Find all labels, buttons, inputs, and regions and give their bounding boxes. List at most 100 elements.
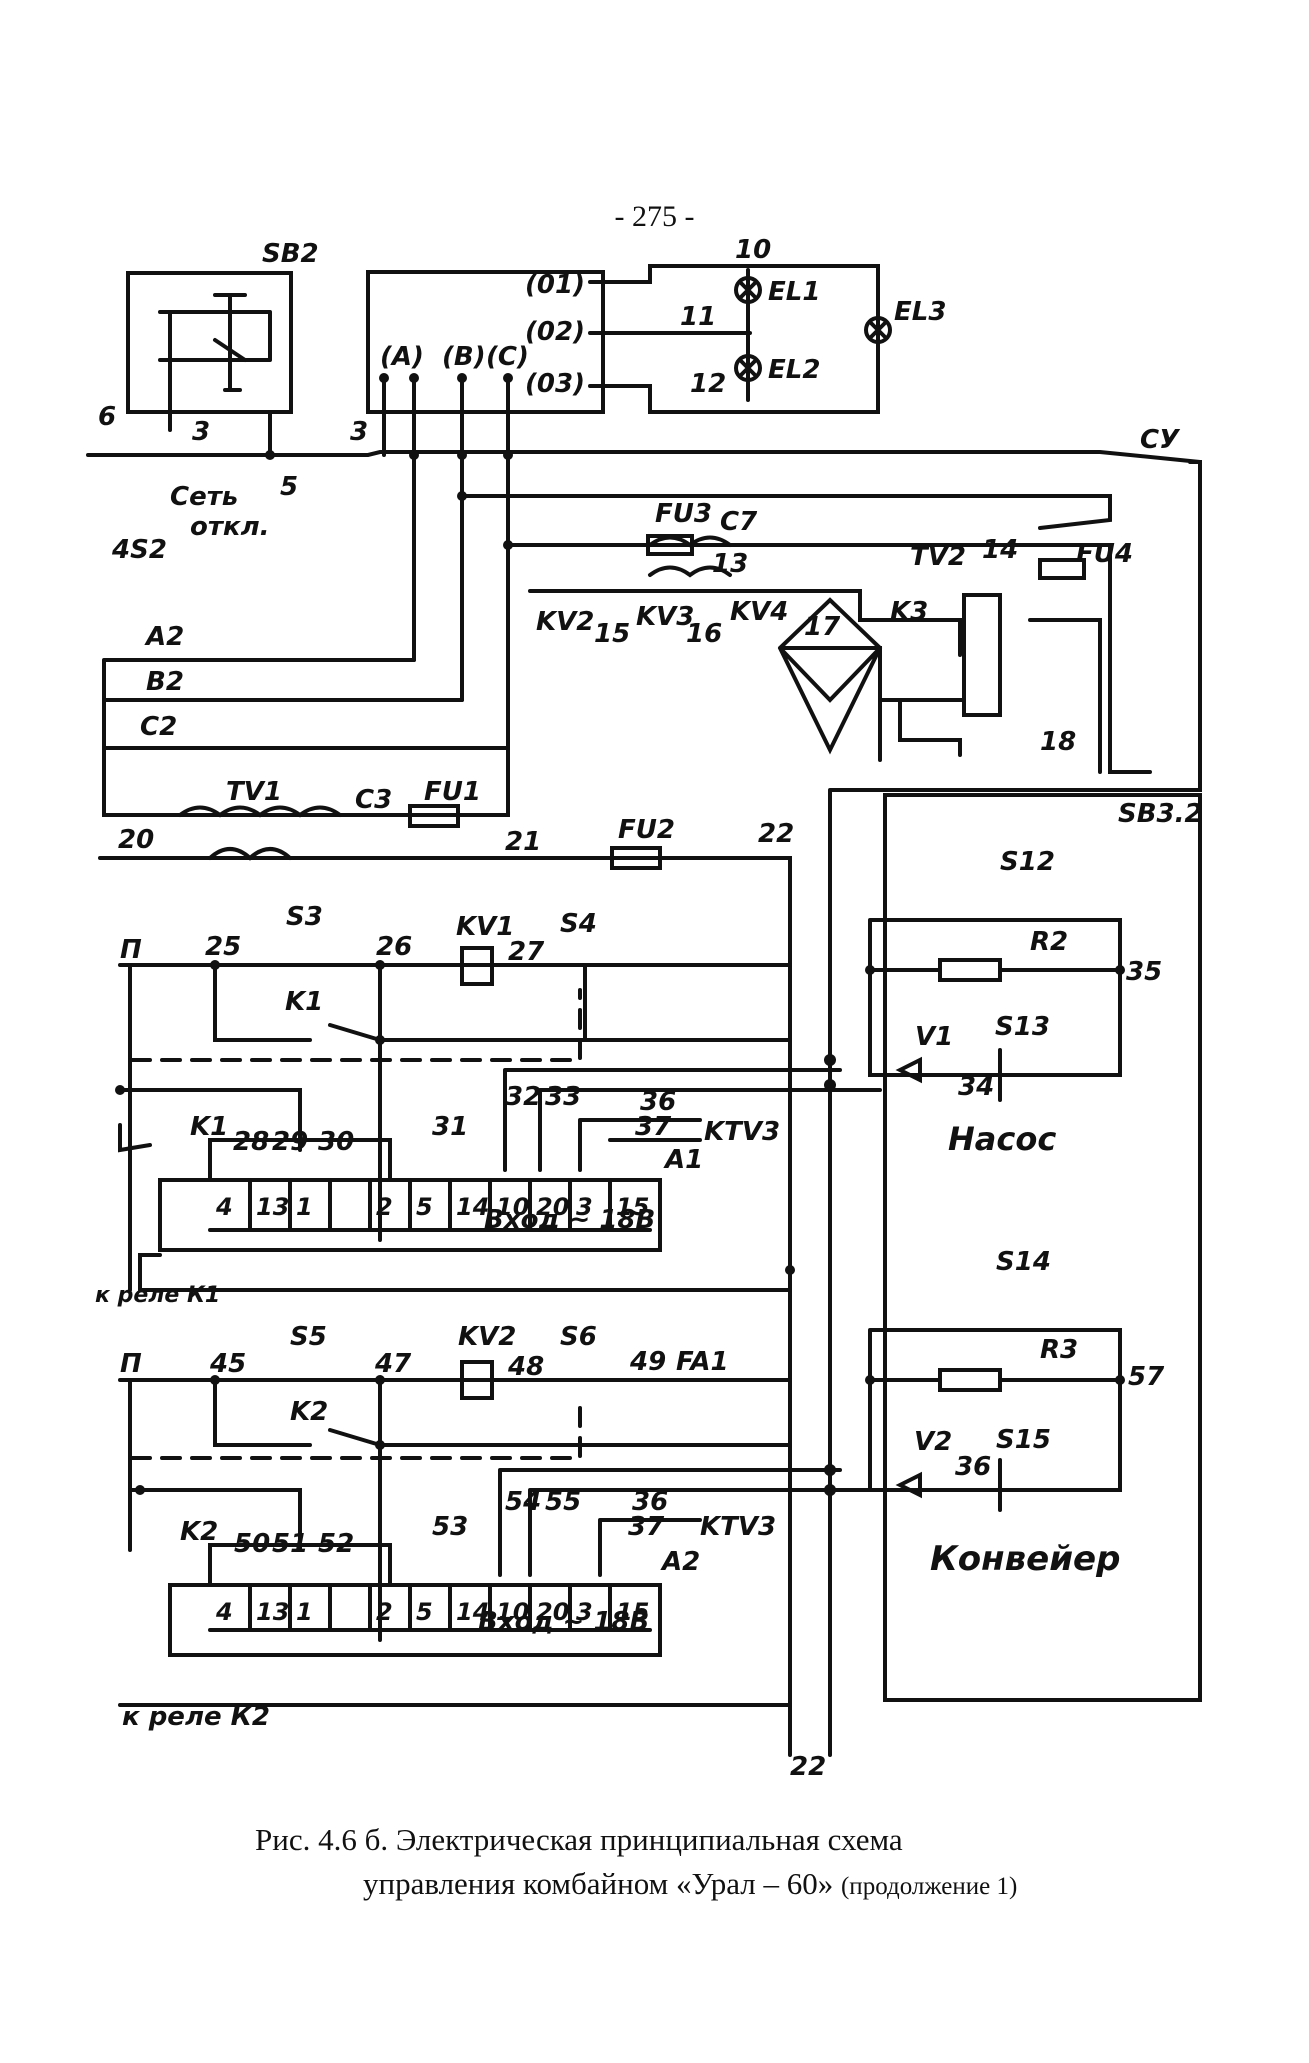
label-n47: 47 — [374, 1349, 412, 1379]
sb2-box — [126, 271, 293, 414]
label-a2: A2 — [144, 622, 184, 652]
label-kv3: KV3 — [636, 602, 694, 632]
label-n29: 29 — [272, 1127, 308, 1157]
label-fu3: FU3 — [655, 499, 712, 529]
label-sb2: SB2 — [262, 239, 319, 269]
label-k1b: K1 — [190, 1112, 228, 1142]
label-n3b: 3 — [350, 417, 368, 447]
wires — [86, 264, 1202, 1757]
kv1-coil — [460, 946, 494, 986]
label-n28: 28 — [233, 1127, 269, 1157]
label-n31: 31 — [432, 1112, 468, 1142]
label-o1: (01) — [525, 270, 585, 300]
caption-line-1: Рис. 4.6 б. Электрическая принципиальная… — [255, 1822, 903, 1857]
figure-caption: Рис. 4.6 б. Электрическая принципиальная… — [255, 1818, 1017, 1909]
label-cy: СУ — [1140, 425, 1181, 455]
label-n12: 12 — [690, 369, 726, 399]
terminal-number: 2 — [376, 1598, 393, 1626]
label-n15: 15 — [594, 619, 630, 649]
label-n37c: 37 — [628, 1512, 665, 1542]
terminal-number: 3 — [576, 1193, 593, 1221]
terminal-number: 1 — [296, 1598, 313, 1626]
label-n26: 26 — [376, 932, 412, 962]
page-number: - 275 - — [614, 200, 695, 233]
label-s4: S4 — [560, 909, 597, 939]
label-n51: 51 — [272, 1529, 308, 1559]
caption-line-2-main: управления комбайном «Урал – 60» — [363, 1866, 834, 1901]
caption-line-2: управления комбайном «Урал – 60» (продол… — [255, 1862, 1017, 1909]
k3-coil — [962, 593, 1002, 717]
label-n5: 5 — [280, 472, 298, 502]
label-s14: S14 — [996, 1247, 1051, 1277]
label-c3: C3 — [355, 785, 392, 815]
label-set2: откл. — [190, 512, 270, 542]
el1-lamp — [734, 276, 762, 304]
label-c7: C7 — [720, 507, 758, 537]
label-konv: Конвейер — [930, 1539, 1120, 1579]
label-n18: 18 — [1040, 727, 1076, 757]
fu4 — [1038, 558, 1086, 580]
fu2 — [610, 846, 662, 870]
tv1-coil — [178, 805, 342, 818]
label-s15: S15 — [996, 1425, 1051, 1455]
fu3 — [646, 534, 694, 556]
fu1 — [408, 804, 460, 828]
label-ktv3: KTV3 — [704, 1117, 780, 1147]
r3 — [938, 1368, 1002, 1392]
label-n10: 10 — [735, 235, 771, 265]
label-kv1: KV1 — [456, 912, 514, 942]
label-vhod1: Вход ~ 18В — [484, 1205, 655, 1235]
label-tv2: TV2 — [910, 542, 966, 572]
label-n55: 55 — [545, 1487, 581, 1517]
label-kv2: KV2 — [536, 607, 594, 637]
label-n21: 21 — [505, 827, 541, 857]
terminal-number: 14 — [456, 1193, 489, 1221]
terminal-number: 4 — [215, 1598, 233, 1626]
label-fa1: FA1 — [676, 1347, 729, 1377]
line-20-22 — [98, 856, 792, 1757]
label-el1: EL1 — [768, 277, 820, 307]
label-n6: 6 — [98, 402, 116, 432]
label-n30: 30 — [318, 1127, 354, 1157]
label-kv4: KV4 — [730, 597, 788, 627]
terminal-number: 5 — [416, 1598, 433, 1626]
label-fu2: FU2 — [618, 815, 675, 845]
label-fu1: FU1 — [424, 777, 481, 807]
label-el3: EL3 — [894, 297, 946, 327]
rectifier-bridge — [778, 597, 882, 762]
terminal-number: 13 — [256, 1598, 289, 1626]
label-k2b: K2 — [180, 1517, 218, 1547]
label-n25: 25 — [205, 932, 241, 962]
label-pb: (B) — [442, 342, 486, 372]
label-k2: K2 — [290, 1397, 328, 1427]
label-b2: B2 — [146, 667, 184, 697]
label-set1: Сеть — [170, 482, 238, 512]
remote-box — [883, 793, 1202, 1702]
terminal-number: 13 — [256, 1193, 289, 1221]
term-block-2 — [168, 1583, 662, 1657]
sb2-switch — [158, 293, 272, 432]
label-n37: 37 — [635, 1112, 672, 1142]
label-n11: 11 — [680, 302, 716, 332]
terminal-number: 15 — [616, 1193, 649, 1221]
konv-branch — [868, 1328, 1122, 1492]
terminal-number: 14 — [456, 1598, 489, 1626]
lamp-wires — [588, 264, 880, 414]
nasos-branch — [868, 918, 1122, 1077]
label-r2: R2 — [1030, 927, 1068, 957]
caption-line-2-small: (продолжение 1) — [840, 1873, 1018, 1900]
label-o2: (02) — [525, 317, 585, 347]
label-sb32: SB3.2 — [1118, 799, 1203, 829]
label-rele2: к реле К2 — [122, 1702, 270, 1732]
label-a1: A1 — [663, 1145, 703, 1175]
label-s13: S13 — [995, 1012, 1050, 1042]
terminal-number: 20 — [536, 1598, 569, 1626]
label-n54: 54 — [505, 1487, 541, 1517]
label-n22b: 22 — [790, 1752, 826, 1782]
terminal-number: 2 — [376, 1193, 393, 1221]
terminal-number: 10 — [496, 1193, 529, 1221]
label-n35: 35 — [1126, 957, 1162, 987]
terminal-number: 20 — [536, 1193, 569, 1221]
